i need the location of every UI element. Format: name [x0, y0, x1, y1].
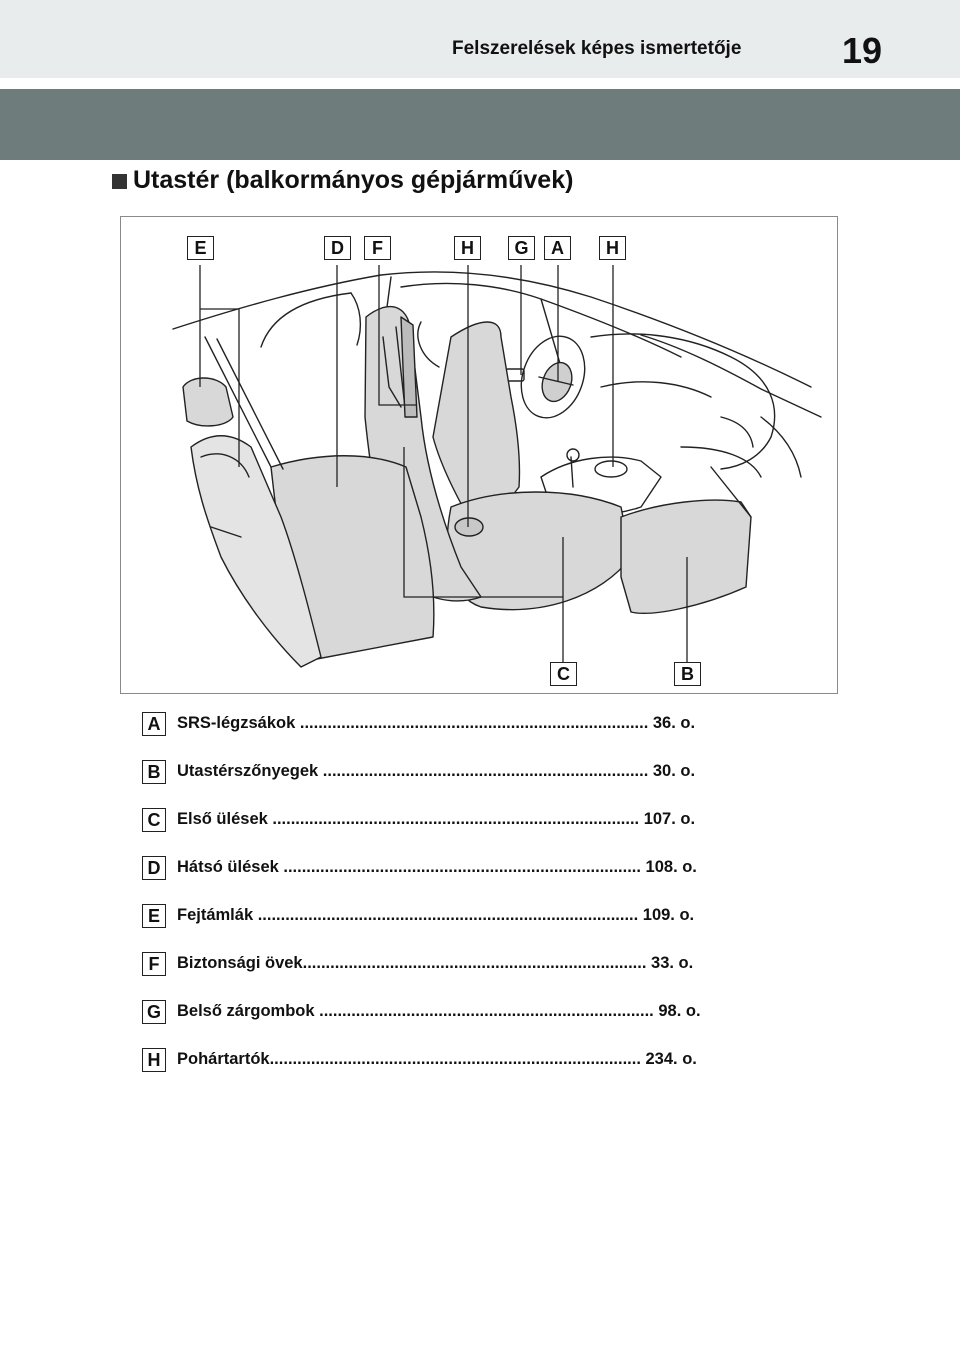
legend-text: Fejtámlák ..............................…	[177, 906, 695, 924]
legend-letter: B	[142, 760, 166, 784]
legend-item: D Hátsó ülések .........................…	[142, 856, 822, 880]
figure-label-b: B	[674, 662, 701, 686]
legend-item: F Biztonsági övek.......................…	[142, 952, 822, 976]
figure-label-d: D	[324, 236, 351, 260]
page-number: 19	[842, 30, 883, 71]
legend-letter: H	[142, 1048, 166, 1072]
figure-label-f: F	[364, 236, 391, 260]
legend-letter: F	[142, 952, 166, 976]
legend-item: B Utastérszőnyegek .....................…	[142, 760, 822, 784]
running-title: Felszerelések képes ismertetője	[452, 38, 742, 59]
legend-letter: G	[142, 1000, 166, 1024]
legend-letter: D	[142, 856, 166, 880]
chapter-band	[0, 89, 960, 160]
car-interior-drawing	[172, 265, 822, 668]
legend-item: E Fejtámlák ............................…	[142, 904, 822, 928]
legend-item: H Pohártartók...........................…	[142, 1048, 822, 1072]
header-band	[0, 0, 960, 78]
figure-label-g: G	[508, 236, 535, 260]
figure-label-h-right: H	[599, 236, 626, 260]
legend-item: A SRS-légzsákok ........................…	[142, 712, 822, 736]
legend-item: G Belső zárgombok ......................…	[142, 1000, 822, 1024]
legend-text: Első ülések ............................…	[177, 810, 696, 828]
interior-illustration: E D F H G A H C B	[120, 216, 838, 694]
section-heading-text: Utastér (balkormányos gépjárművek)	[133, 166, 574, 194]
legend-letter: E	[142, 904, 166, 928]
figure-label-a: A	[544, 236, 571, 260]
figure-label-c: C	[550, 662, 577, 686]
section-heading: Utastér (balkormányos gépjárművek)	[112, 166, 573, 195]
legend-letter: C	[142, 808, 166, 832]
legend-letter: A	[142, 712, 166, 736]
legend-text: Utastérszőnyegek .......................…	[177, 762, 696, 780]
legend-item: C Első ülések ..........................…	[142, 808, 822, 832]
legend-text: Biztonsági övek.........................…	[177, 954, 694, 972]
legend-text: Hátsó ülések ...........................…	[177, 858, 697, 876]
legend-text: Pohártartók.............................…	[177, 1050, 697, 1068]
figure-label-h-left: H	[454, 236, 481, 260]
legend-text: Belső zárgombok ........................…	[177, 1002, 701, 1020]
figure-label-e: E	[187, 236, 214, 260]
square-bullet-icon	[112, 174, 127, 189]
legend-text: SRS-légzsákok ..........................…	[177, 714, 696, 732]
